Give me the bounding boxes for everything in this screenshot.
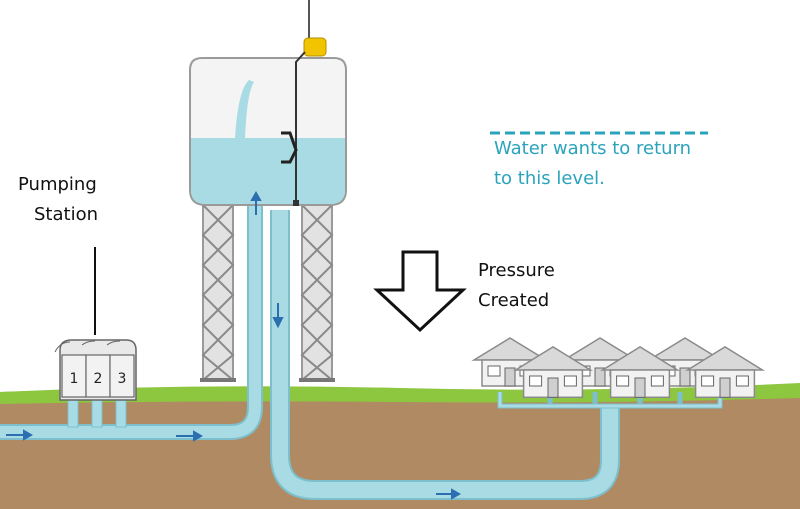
flow-arrows — [6, 190, 462, 500]
pressure-created-label-line1: Pressure — [478, 260, 555, 281]
house — [684, 346, 766, 399]
pump-station: 1 2 3 — [54, 339, 137, 428]
pump-number: 1 — [70, 371, 79, 387]
arrow-down-outlet — [272, 303, 284, 329]
pumping-station-label: Pumping Station — [18, 170, 138, 230]
pump-number: 2 — [94, 371, 103, 387]
water-level-note-line2: to this level. — [494, 168, 605, 189]
tower-leg-left — [200, 204, 236, 382]
pumping-station-label-line2: Station — [34, 204, 98, 225]
water-level-note: Water wants to return to this level. — [494, 134, 754, 194]
houses — [471, 337, 766, 399]
house — [512, 346, 594, 399]
tower-leg-right — [299, 204, 335, 382]
pressure-created-label: Pressure Created — [478, 256, 598, 316]
water-level-note-line1: Water wants to return — [494, 138, 692, 159]
level-sensor — [281, 0, 327, 206]
pressure-arrow — [373, 250, 467, 333]
water-tank — [189, 57, 347, 206]
pumping-station-label-line1: Pumping — [18, 174, 97, 195]
arrow-up-riser — [250, 190, 262, 215]
pump-number: 3 — [118, 371, 127, 387]
tank-water — [191, 138, 345, 204]
arrow-right-inlet — [6, 429, 34, 441]
pressure-created-label-line2: Created — [478, 290, 550, 311]
arrow-right-outlet — [436, 488, 462, 500]
grass-strip — [0, 383, 800, 404]
arrow-right-inlet-2 — [176, 430, 204, 442]
house — [599, 346, 681, 399]
